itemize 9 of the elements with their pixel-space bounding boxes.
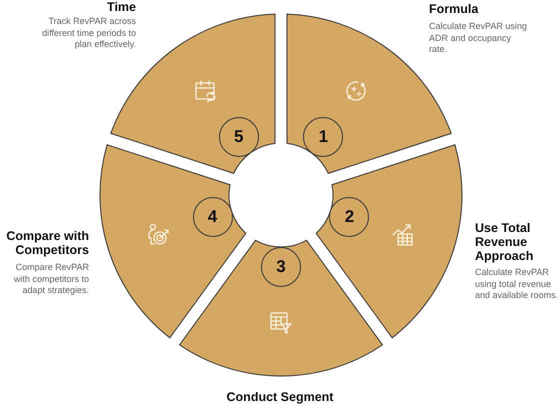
step-description: Track RevPAR across different time periods to plan effectively. <box>41 16 136 50</box>
step-title: Use Total Revenue Approach <box>475 221 534 263</box>
step-description: Compare RevPAR with competitors to adapt strategies. <box>12 262 89 296</box>
step-title: Compare with Competitors <box>5 229 89 257</box>
step-description: Calculate RevPAR using total revenue and available rooms. <box>475 267 560 302</box>
step-title: Formula <box>429 2 480 16</box>
step-title: Conduct Segment <box>226 390 334 404</box>
step-title: Time <box>106 0 136 14</box>
step-description: Calculate RevPAR using ADR and occupancy rate. <box>429 21 528 56</box>
